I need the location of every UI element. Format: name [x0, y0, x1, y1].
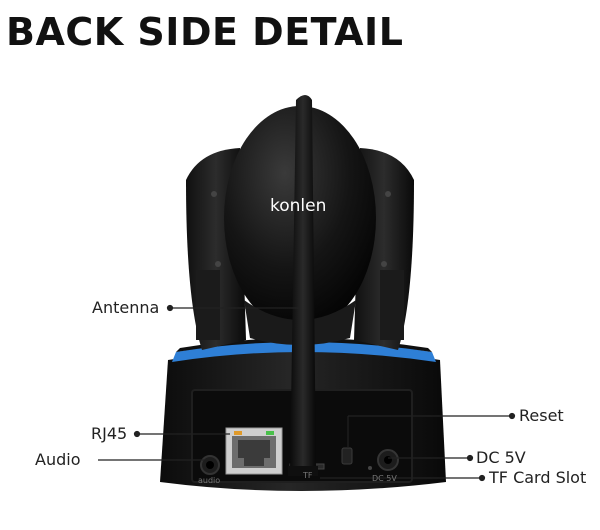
port-label-tf: TF [303, 471, 313, 480]
led-orange [234, 431, 242, 435]
port-label-audio: audio [198, 476, 221, 485]
callout-antenna: Antenna [92, 298, 160, 317]
reset-button [341, 447, 353, 465]
antenna [288, 95, 318, 476]
callout-dot-reset [508, 412, 516, 420]
port-label-dc: DC 5V [372, 474, 397, 483]
brand-watermark: konlen [270, 196, 327, 216]
page-title: BACK SIDE DETAIL [6, 10, 404, 54]
callout-dot-tf [478, 474, 486, 482]
callout-dot-rj45 [133, 430, 141, 438]
callout-tf: TF Card Slot [489, 468, 587, 487]
callout-rj45: RJ45 [91, 424, 128, 443]
callout-audio: Audio [35, 450, 81, 469]
callout-dot-dc [466, 454, 474, 462]
callout-reset: Reset [519, 406, 564, 425]
callout-dc: DC 5V [476, 448, 526, 467]
callout-lines [98, 304, 516, 482]
rj45-port [225, 427, 283, 475]
led-green [266, 431, 274, 435]
callout-dot-antenna [166, 304, 174, 312]
